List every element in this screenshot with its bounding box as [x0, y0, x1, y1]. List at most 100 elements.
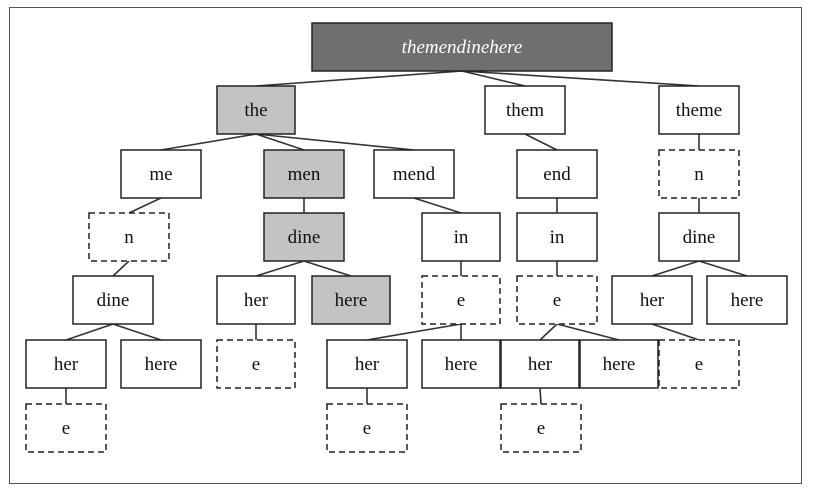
- node-her-men: her: [216, 275, 296, 325]
- node-box: [88, 212, 170, 262]
- node-box: [500, 403, 582, 453]
- node-box: [216, 85, 296, 135]
- node-her-theme: her: [611, 275, 693, 325]
- node-label: her: [54, 354, 79, 375]
- node-in-end: in: [516, 212, 598, 262]
- node-dine-me: dine: [72, 275, 154, 325]
- node-label: n: [124, 227, 134, 248]
- node-her-mend: her: [326, 339, 408, 389]
- edge-dine_me-to-her_me: [65, 323, 114, 341]
- edge-dine_theme-to-her_theme: [651, 260, 700, 277]
- node-label: e: [695, 354, 703, 375]
- node-label: e: [553, 290, 561, 311]
- node-mend: mend: [373, 149, 455, 199]
- node-box: [421, 339, 501, 389]
- node-here-me: here: [120, 339, 202, 389]
- node-n-me: n: [88, 212, 170, 262]
- node-label: dine: [288, 227, 321, 248]
- node-box: [326, 403, 408, 453]
- node-label: in: [550, 227, 565, 248]
- node-box: [311, 275, 391, 325]
- node-me: me: [120, 149, 202, 199]
- edge-e_mend-to-her_mend: [366, 323, 462, 341]
- node-box: [373, 149, 455, 199]
- diagram-frame: [9, 7, 802, 484]
- node-label: men: [288, 164, 321, 185]
- node-e-end: e: [516, 275, 598, 325]
- node-label: dine: [683, 227, 716, 248]
- edge-the-to-men: [255, 133, 305, 151]
- node-box: [216, 275, 296, 325]
- node-men: men: [263, 149, 345, 199]
- node-label: her: [640, 290, 665, 311]
- edge-dine_theme-to-here_theme: [698, 260, 748, 277]
- node-e-mend: e: [421, 275, 501, 325]
- node-label: her: [528, 354, 553, 375]
- edge-e_end-to-her_end: [539, 323, 558, 341]
- node-box: [311, 22, 613, 72]
- node-label: them: [506, 100, 544, 121]
- node-e-her-me: e: [25, 403, 107, 453]
- edge-the-to-me: [160, 133, 257, 151]
- node-box: [120, 149, 202, 199]
- edge-her_theme-to-e_her_theme: [651, 323, 700, 341]
- node-label: e: [62, 418, 70, 439]
- node-n-theme: n: [658, 149, 740, 199]
- node-label: here: [335, 290, 368, 311]
- edge-e_end-to-here_end: [556, 323, 620, 341]
- node-the: the: [216, 85, 296, 135]
- node-label: e: [537, 418, 545, 439]
- edge-root-to-them: [461, 70, 526, 87]
- node-box: [706, 275, 788, 325]
- node-box: [579, 339, 659, 389]
- node-her-end: her: [500, 339, 580, 389]
- node-box: [421, 275, 501, 325]
- node-label: theme: [676, 100, 722, 121]
- edge-me-to-n_me: [128, 197, 162, 214]
- node-root: themendinehere: [311, 22, 613, 72]
- node-box: [516, 212, 598, 262]
- edge-root-to-theme: [461, 70, 700, 87]
- edge-mend-to-in_mend: [413, 197, 462, 214]
- node-box: [500, 339, 580, 389]
- node-e-her-end: e: [500, 403, 582, 453]
- edge-them-to-end: [524, 133, 558, 151]
- node-box: [421, 212, 501, 262]
- node-box: [658, 85, 740, 135]
- node-theme: theme: [658, 85, 740, 135]
- node-label: e: [363, 418, 371, 439]
- node-label: mend: [393, 164, 436, 185]
- edge-dine_me-to-here_me: [112, 323, 162, 341]
- node-box: [326, 339, 408, 389]
- node-label: themendinehere: [402, 37, 523, 58]
- node-box: [658, 212, 740, 262]
- node-box: [216, 339, 296, 389]
- node-e-her-mend: e: [326, 403, 408, 453]
- edge-n_me-to-dine_me: [112, 260, 130, 277]
- node-label: here: [145, 354, 178, 375]
- node-dine-men: dine: [263, 212, 345, 262]
- node-label: here: [603, 354, 636, 375]
- node-here-theme: here: [706, 275, 788, 325]
- node-her-me: her: [25, 339, 107, 389]
- node-e-her-men: e: [216, 339, 296, 389]
- node-label: in: [454, 227, 469, 248]
- node-box: [516, 275, 598, 325]
- node-box: [484, 85, 566, 135]
- edge-root-to-the: [255, 70, 463, 87]
- node-label: here: [731, 290, 764, 311]
- node-label: dine: [97, 290, 130, 311]
- node-here-end: here: [579, 339, 659, 389]
- node-in-mend: in: [421, 212, 501, 262]
- node-box: [658, 149, 740, 199]
- node-here-men: here: [311, 275, 391, 325]
- node-box: [516, 149, 598, 199]
- edge-her_end-to-e_her_end: [539, 387, 542, 405]
- node-e-her-theme: e: [658, 339, 740, 389]
- edge-dine_men-to-her_men: [255, 260, 305, 277]
- node-label: n: [694, 164, 704, 185]
- edge-dine_men-to-here_men: [303, 260, 352, 277]
- node-label: e: [252, 354, 260, 375]
- node-box: [25, 339, 107, 389]
